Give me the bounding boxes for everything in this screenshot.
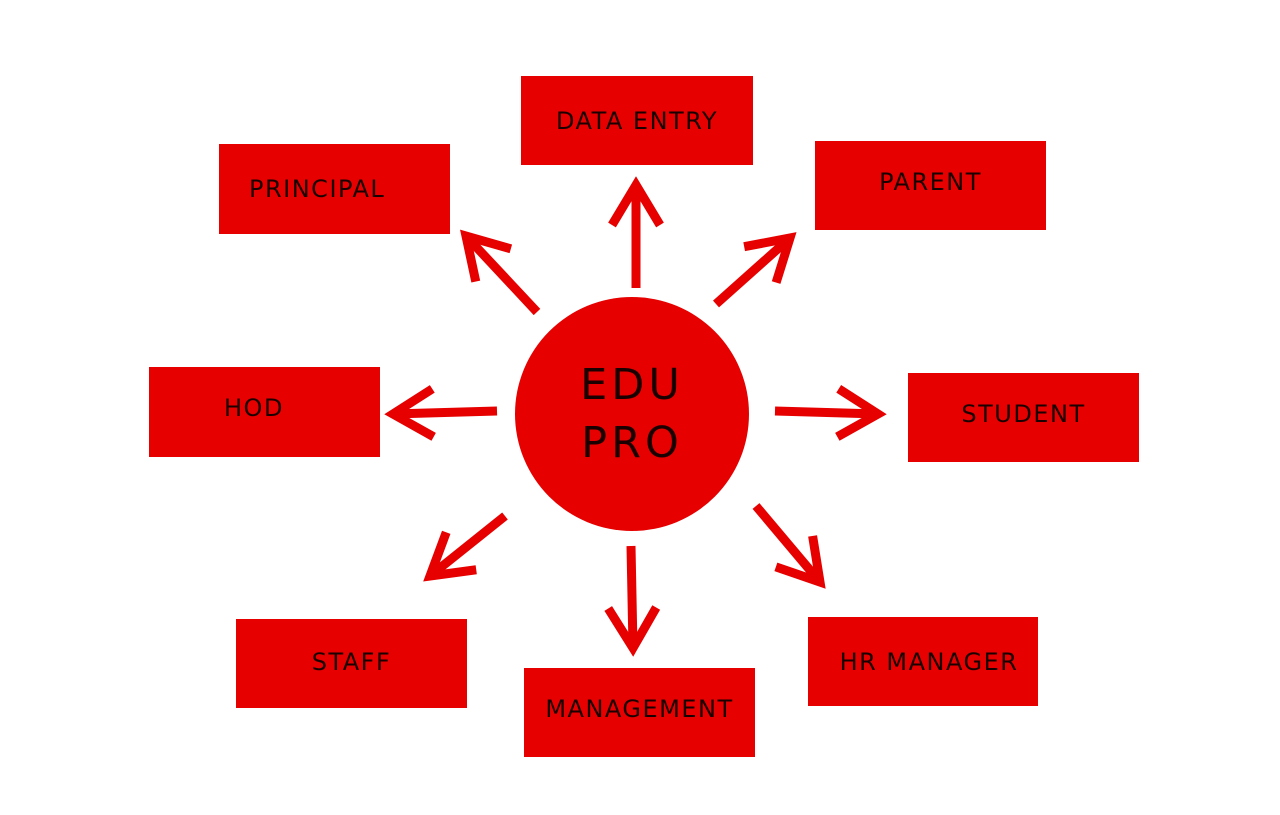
node-management-label: MANAGEMENT	[545, 694, 734, 723]
arrow-to-management-head	[604, 605, 661, 657]
arrow-to-student-head	[835, 385, 887, 441]
node-student: STUDENT	[908, 373, 1139, 462]
arrow-to-staff-shaft	[430, 512, 508, 578]
arrow-to-parent	[713, 232, 797, 308]
hub-line-1: EDU	[580, 360, 684, 410]
arrow-to-management	[604, 545, 661, 657]
arrow-to-hod	[384, 385, 498, 441]
arrow-to-student	[774, 385, 887, 441]
node-data-entry-label: DATA ENTRY	[555, 106, 719, 135]
node-hr-manager-label: HR MANAGER	[839, 647, 1019, 676]
arrow-to-principal-shaft	[465, 235, 541, 316]
node-data-entry: DATA ENTRY	[521, 76, 753, 165]
edu-pro-hub: EDU PRO	[515, 297, 749, 531]
arrow-to-hod-shaft	[396, 406, 498, 419]
arrow-to-principal-head	[460, 229, 513, 283]
arrow-to-hod-head	[384, 385, 436, 441]
node-hod: HOD	[149, 367, 380, 457]
node-student-label: STUDENT	[961, 399, 1086, 428]
arrow-to-student-shaft	[774, 406, 875, 419]
arrow-to-data-entry-head	[608, 176, 664, 228]
arrow-to-staff	[423, 512, 508, 582]
node-hod-label: HOD	[224, 394, 284, 422]
arrow-to-data-entry	[608, 176, 664, 288]
node-management: MANAGEMENT	[524, 668, 755, 757]
arrow-to-hr-manager	[752, 503, 826, 589]
arrow-to-management-shaft	[626, 545, 638, 645]
arrow-to-hr-manager-head	[774, 535, 826, 589]
node-hr-manager: HR MANAGER	[808, 617, 1038, 706]
arrow-to-parent-shaft	[713, 237, 791, 308]
hub-line-2: PRO	[581, 418, 683, 468]
arrow-to-principal	[460, 229, 541, 316]
node-staff: STAFF	[236, 619, 467, 708]
arrow-to-staff-head	[423, 530, 477, 582]
arrow-to-hr-manager-shaft	[752, 503, 821, 582]
node-staff-label: STAFF	[311, 647, 392, 676]
node-principal-label: PRINCIPAL	[249, 175, 386, 203]
node-parent-label: PARENT	[879, 167, 982, 196]
node-principal: PRINCIPAL	[219, 144, 450, 234]
node-parent: PARENT	[815, 141, 1046, 230]
arrow-to-parent-head	[743, 232, 797, 284]
